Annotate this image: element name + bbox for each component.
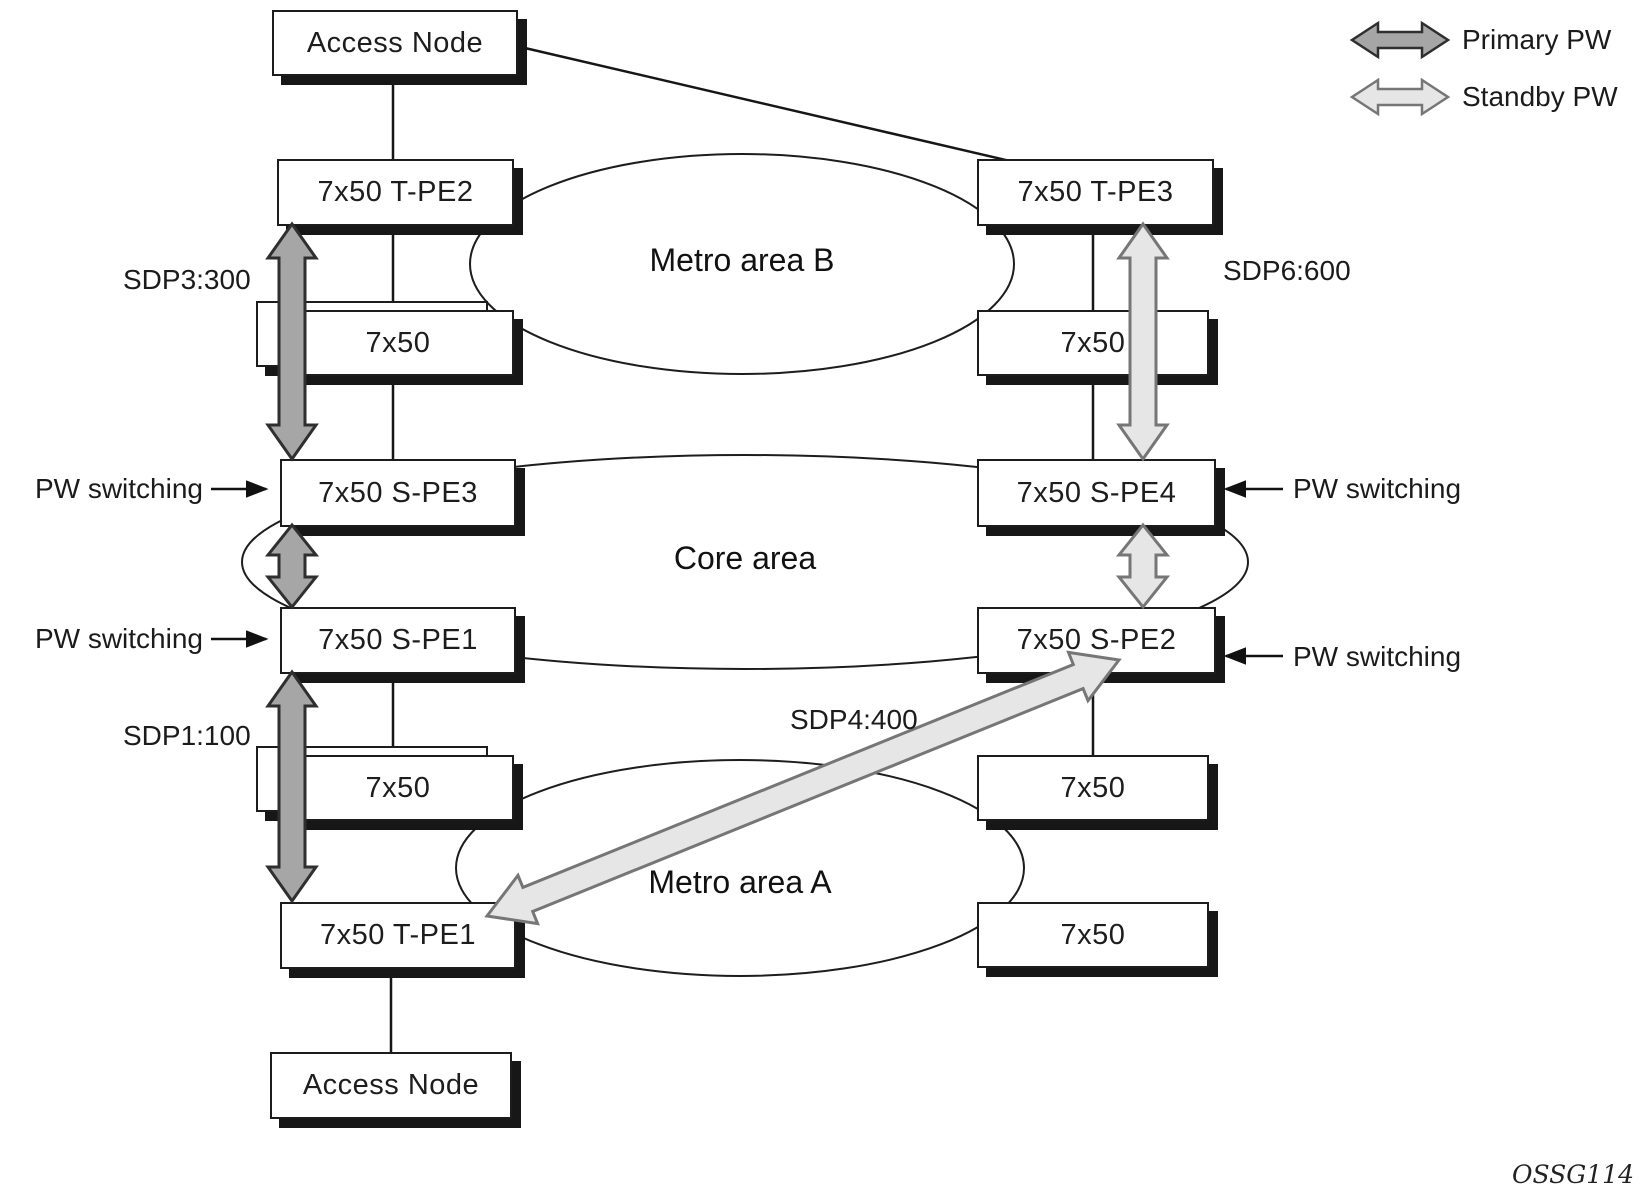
pw-switching-label-spe1: PW switching [34, 623, 203, 654]
node-label: 7x50 [1060, 326, 1126, 359]
node-7x50-tpe1: 7x50 T-PE1 [280, 902, 516, 969]
legend-standby-pw-label: Standby PW [1462, 81, 1618, 112]
sdp6-label: SDP6:600 [1223, 255, 1351, 286]
node-7x50-metro-b-left: 7x50 [282, 310, 514, 376]
metro-area-b-ellipse [469, 153, 1015, 375]
node-7x50-spe4: 7x50 S-PE4 [977, 459, 1216, 527]
node-label: 7x50 [365, 771, 431, 804]
node-7x50-spe2: 7x50 S-PE2 [977, 607, 1216, 674]
node-7x50-metro-a-left: 7x50 [282, 755, 514, 821]
node-label: 7x50 [365, 326, 431, 359]
sdp3-label: SDP3:300 [123, 264, 251, 295]
node-7x50-tpe3: 7x50 T-PE3 [977, 159, 1214, 226]
core-area-label: Core area [673, 540, 817, 576]
node-label: 7x50 T-PE2 [317, 176, 474, 208]
link-access-top-tpe3 [511, 43, 1041, 170]
pw-switching-label-spe3: PW switching [34, 473, 203, 504]
legend-primary-pw-label: Primary PW [1462, 24, 1612, 55]
node-access-node-bottom: Access Node [270, 1052, 512, 1119]
node-7x50-metro-b-right: 7x50 [977, 310, 1209, 376]
figure-id-watermark: OSSG114 [1512, 1160, 1634, 1189]
node-label: Access Node [306, 26, 484, 59]
node-label: 7x50 S-PE4 [1016, 476, 1177, 509]
node-label: 7x50 T-PE3 [1017, 176, 1174, 208]
node-label: Access Node [302, 1069, 480, 1101]
node-label: 7x50 S-PE2 [1016, 624, 1177, 656]
node-label: 7x50 [1060, 918, 1126, 951]
sdp4-label: SDP4:400 [790, 704, 918, 735]
metro-area-a-label: Metro area A [648, 864, 832, 900]
node-7x50-spe1: 7x50 S-PE1 [280, 607, 516, 674]
pw-switching-label-spe2: PW switching [1293, 641, 1462, 672]
node-7x50-tpe2: 7x50 T-PE2 [277, 159, 514, 226]
node-label: 7x50 S-PE3 [318, 476, 478, 509]
pw-switching-label-spe4: PW switching [1293, 473, 1462, 504]
node-label: 7x50 T-PE1 [319, 919, 476, 951]
node-7x50-metro-a-bottom-right: 7x50 [977, 902, 1209, 968]
node-access-node-top: Access Node [272, 10, 518, 76]
metro-area-b-label: Metro area B [649, 242, 835, 278]
node-7x50-spe3: 7x50 S-PE3 [280, 459, 516, 527]
node-label: 7x50 S-PE1 [318, 624, 478, 656]
sdp1-label: SDP1:100 [123, 720, 251, 751]
node-7x50-metro-a-right: 7x50 [977, 755, 1209, 821]
node-label: 7x50 [1060, 771, 1126, 804]
